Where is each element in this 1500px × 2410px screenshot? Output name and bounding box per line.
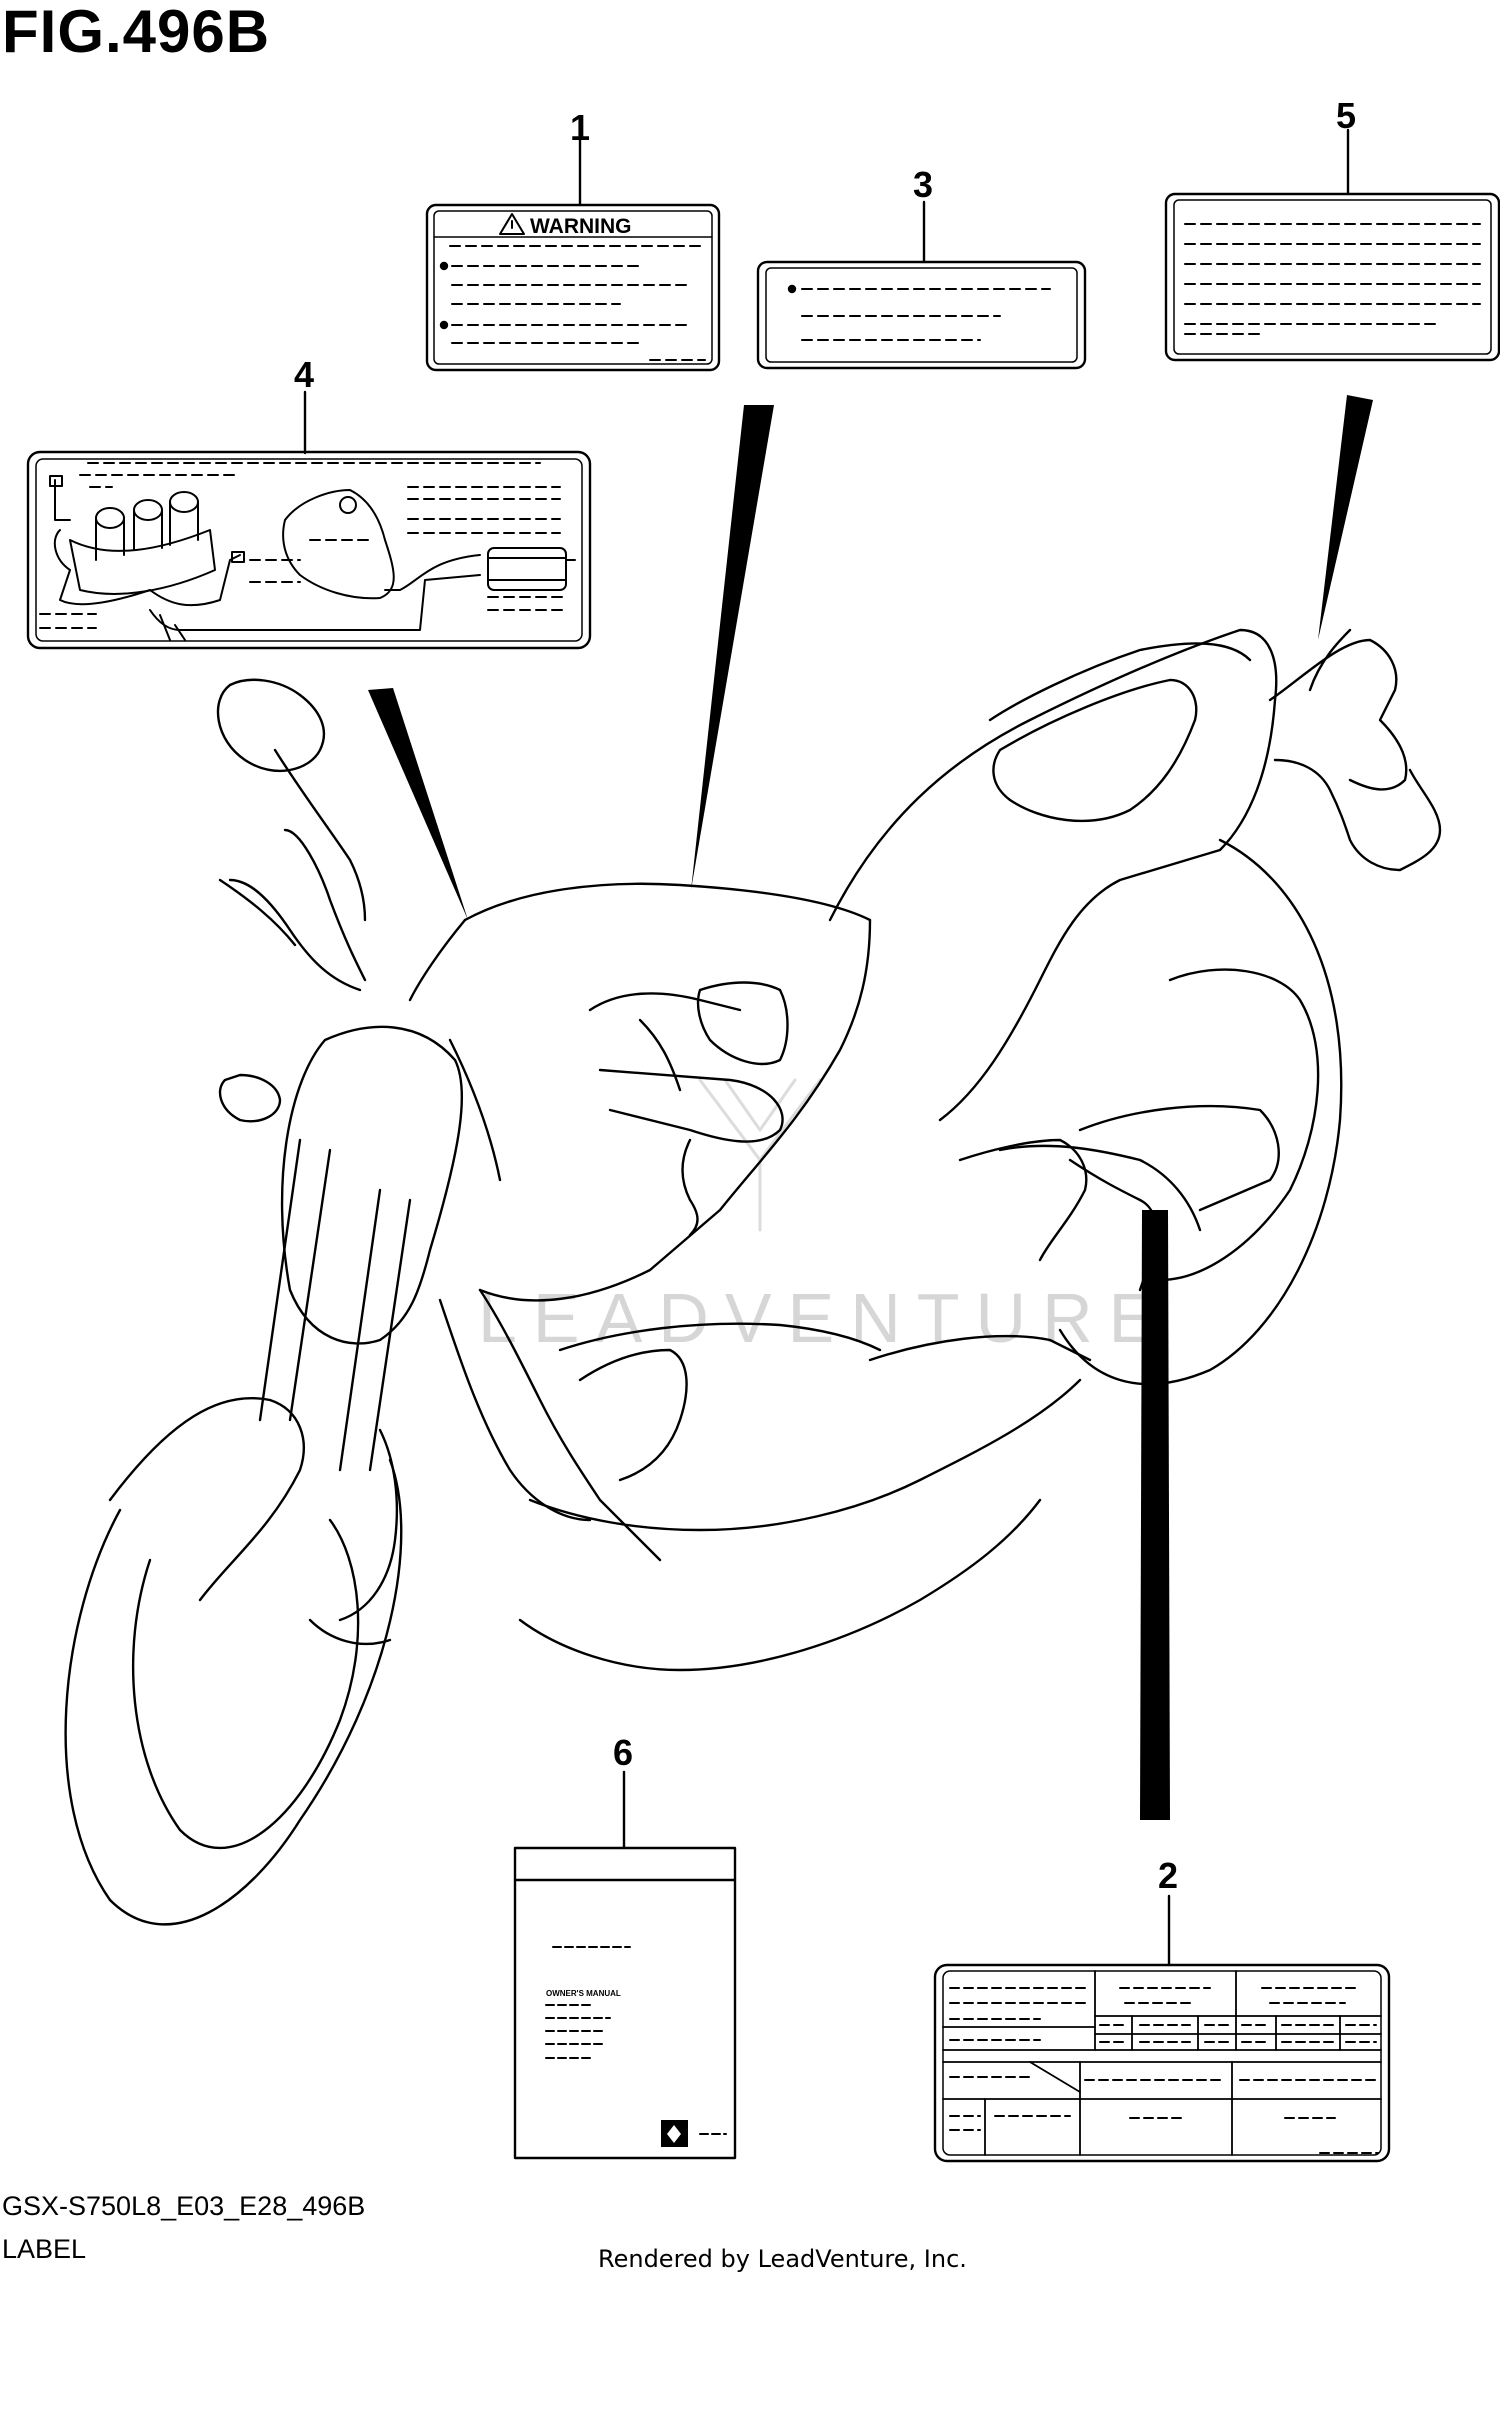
figure-title: FIG.496B	[2, 0, 270, 65]
label-1-warning: WARNING	[425, 203, 721, 372]
figure-name: LABEL	[2, 2234, 86, 2264]
warning-triangle-icon	[499, 213, 525, 235]
callout-4: 4	[294, 354, 314, 395]
callout-2: 2	[1158, 1855, 1178, 1896]
leader-lines	[303, 128, 1350, 1967]
callout-3: 3	[913, 164, 933, 205]
arrow-label-4	[368, 688, 468, 920]
label-3	[756, 260, 1087, 370]
label-6-text: OWNER'S MANUAL	[546, 1989, 621, 1998]
pointer-arrows	[368, 395, 1373, 1820]
arrow-label-1	[691, 405, 774, 890]
watermark-logo	[698, 1078, 822, 1232]
rendered-by: Rendered by LeadVenture, Inc.	[598, 2245, 967, 2273]
callout-1: 1	[570, 107, 590, 148]
callout-6: 6	[613, 1732, 633, 1773]
motorcycle-outline	[64, 628, 1442, 1926]
figure-code: GSX-S750L8_E03_E28_496B	[2, 2191, 365, 2221]
arrow-label-5	[1318, 395, 1373, 640]
callout-numbers: 1 2 3 4 5 6	[294, 95, 1356, 1896]
callout-5: 5	[1336, 95, 1356, 136]
label-6-owners-manual: OWNER'S MANUAL	[513, 1846, 737, 2160]
watermark-text: LEADVENTURE	[478, 1279, 1171, 1357]
label-4-emission	[26, 450, 592, 650]
arrow-label-2	[1140, 1210, 1170, 1820]
label-1-heading: WARNING	[530, 215, 632, 238]
label-2-info-table	[933, 1963, 1391, 2163]
label-5	[1164, 192, 1500, 362]
